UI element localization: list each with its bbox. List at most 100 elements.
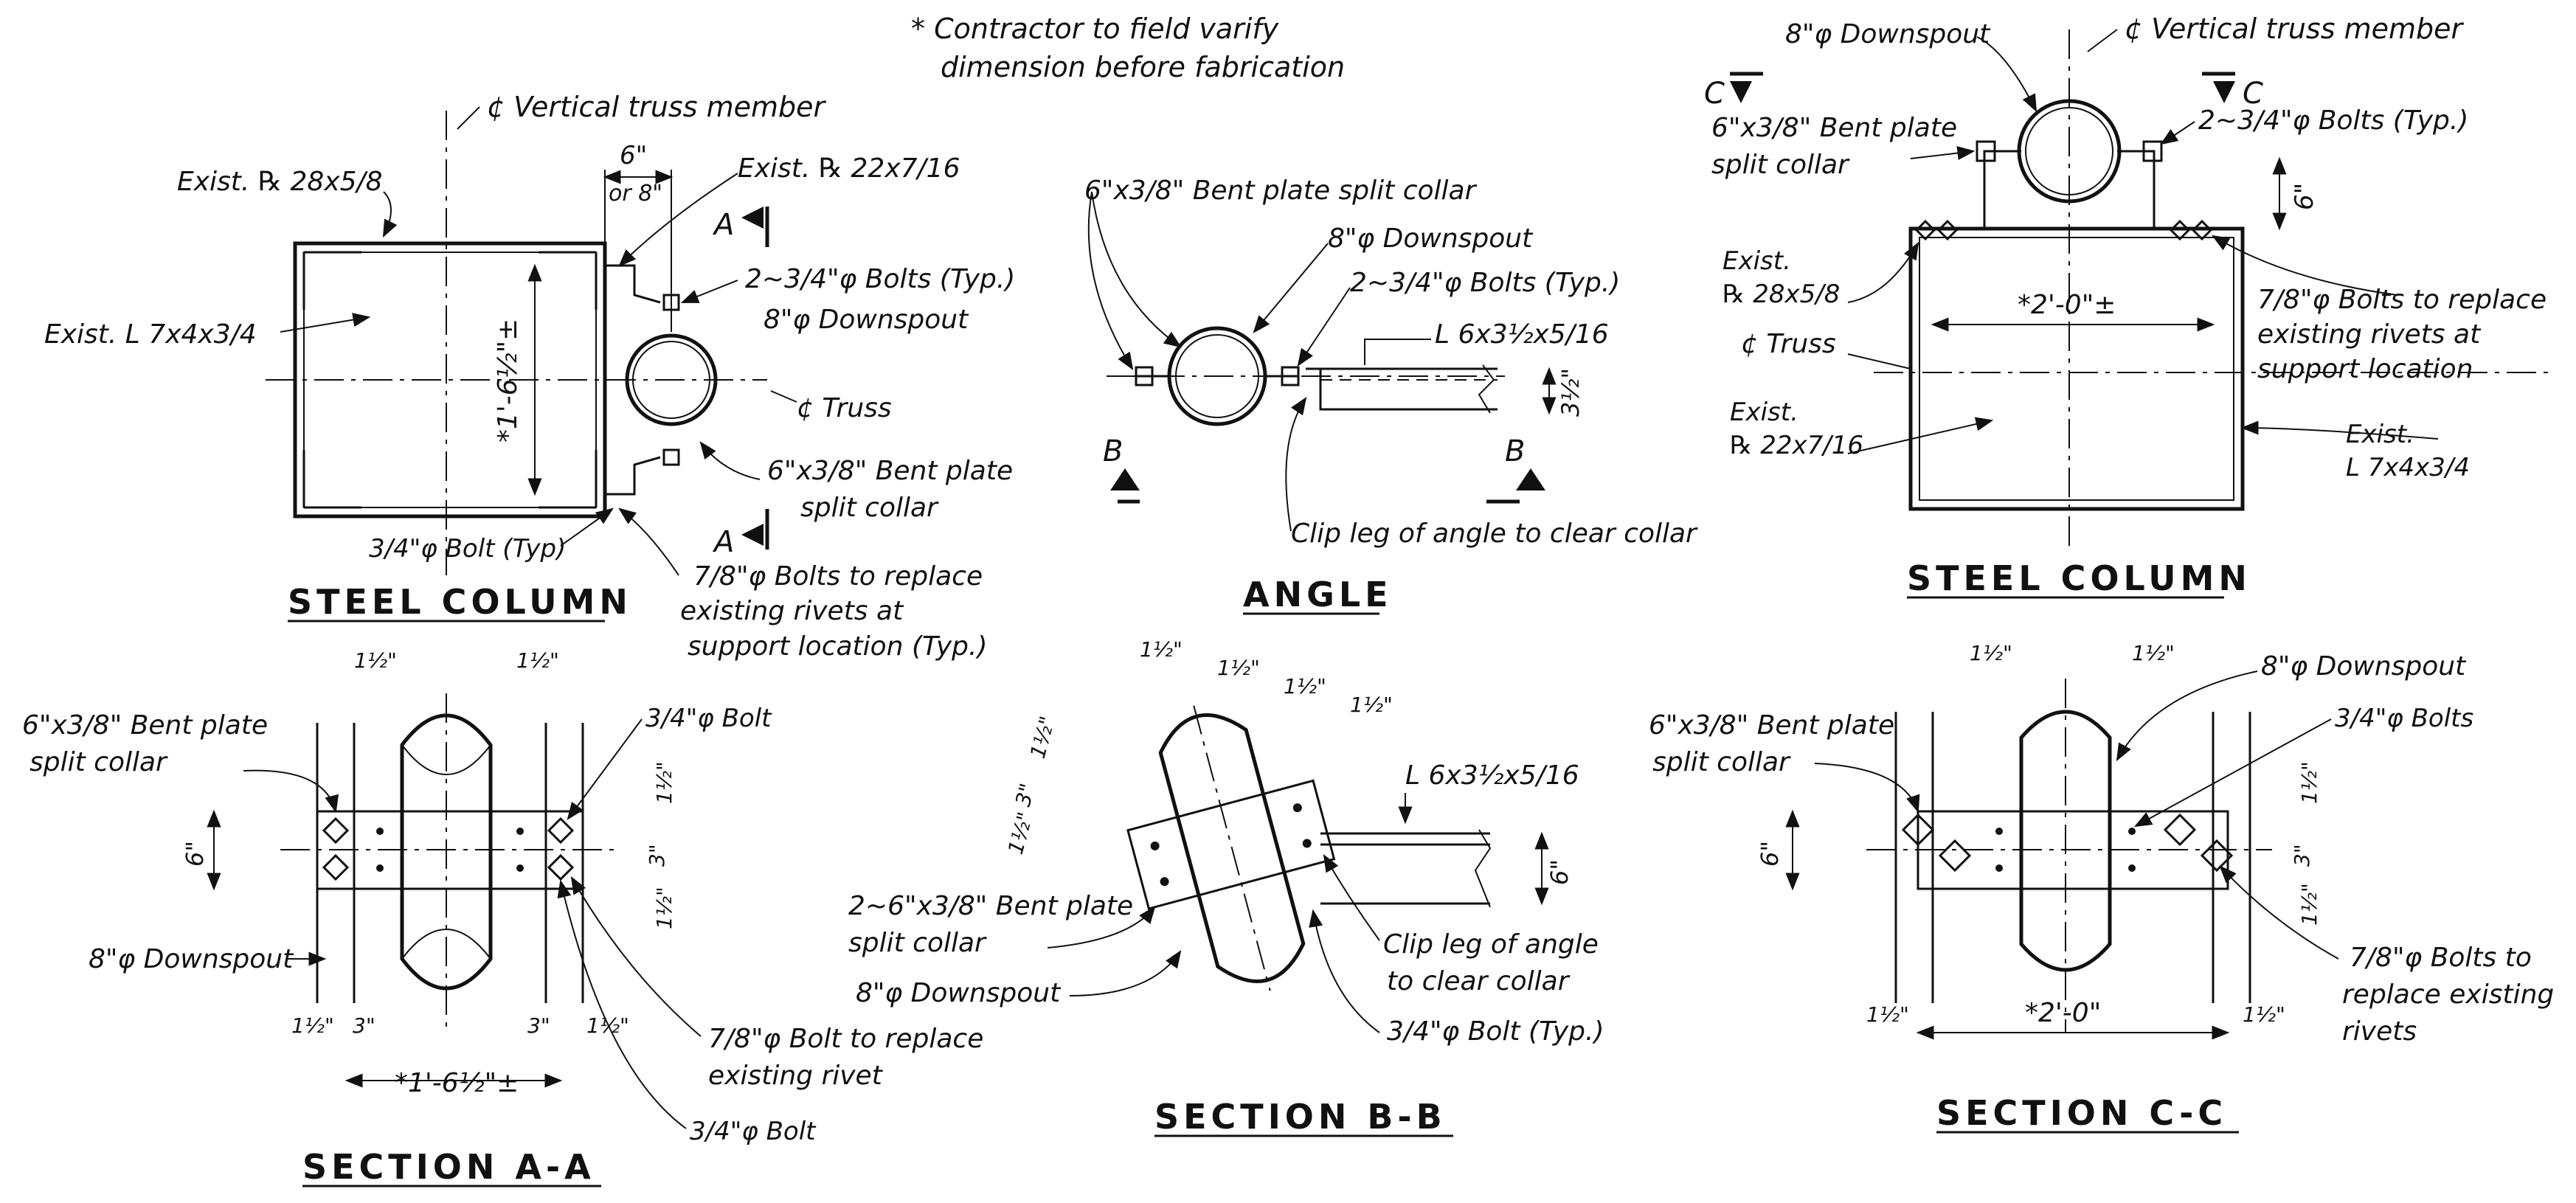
downspout-inner	[632, 341, 710, 419]
steel-column-left-view: 6" or 8" *1'-6½"± A A ¢ Vertical truss m…	[44, 91, 1015, 662]
corner-angle-tl	[302, 251, 361, 310]
angle-downspout: 8"φ Downspout	[1328, 223, 1534, 254]
right-col-bent-plate-1: 6"x3/8" Bent plate	[1711, 113, 1957, 143]
aa-rivets	[322, 817, 575, 881]
leader-bent-plate	[699, 441, 761, 480]
angle-clip: Clip leg of angle to clear collar	[1291, 519, 1698, 549]
aa-dim-3-side: 3"	[645, 844, 669, 867]
aa-bent-plate-1: 6"x3/8" Bent plate	[22, 710, 268, 741]
bb-bent-plate-1: 2~6"x3/8" Bent plate	[848, 891, 1133, 921]
cc-bent-plate-2: split collar	[1652, 747, 1791, 777]
cc-downspout: 8"φ Downspout	[2261, 651, 2467, 682]
right-rivet-group	[1914, 219, 2213, 241]
bb-angle	[1320, 832, 1490, 905]
left-col-vertical-truss: ¢ Vertical truss member	[487, 91, 826, 123]
cc-dim-1-5-top-right: 1½"	[2132, 641, 2175, 665]
bb-leader-bent-plate	[1047, 906, 1156, 949]
aa-bolt-2	[376, 864, 384, 872]
left-col-exist-plate-side: Exist. ℞ 22x7/16	[738, 153, 960, 184]
right-downspout-inner	[2025, 107, 2113, 195]
angle-bent-plate: 6"x3/8" Bent plate split collar	[1084, 176, 1478, 206]
aa-bolt-1	[376, 828, 384, 835]
section-mark-c-left: C	[1704, 77, 1725, 111]
section-arrow-c-left	[1730, 81, 1752, 103]
left-col-exist-plate-top: Exist. ℞ 28x5/8	[177, 167, 383, 197]
section-mark-a-top: A	[712, 208, 734, 242]
aa-leader-bent-plate	[243, 769, 339, 814]
right-col-exist-plate-side-1: Exist.	[1730, 398, 1798, 427]
cc-rivets-1: 7/8"φ Bolts to	[2350, 943, 2532, 973]
right-col-vertical-truss: ¢ Vertical truss member	[2125, 13, 2464, 45]
right-bent-plate	[1925, 150, 2206, 230]
aa-dim-width: *1'-6½"±	[395, 1068, 519, 1098]
leader-vertical-truss	[457, 106, 480, 130]
right-leader-rivets	[2211, 235, 2398, 296]
general-note-line-2: dimension before fabrication	[941, 51, 1345, 83]
aa-bolt: 3/4"φ Bolt	[645, 704, 772, 733]
aa-leader-rivet	[570, 876, 702, 1037]
angle-view: 3½" B B 6"x3/8" Bent plate split collar …	[1084, 176, 1698, 615]
leader-exist-angle	[280, 313, 371, 333]
angle-leader-bolts	[1297, 287, 1351, 367]
angle-shape	[1306, 367, 1498, 411]
right-col-truss: ¢ Truss	[1741, 329, 1836, 359]
aa-dim-3-left: 3"	[353, 1013, 375, 1038]
aa-title: SECTION A-A	[302, 1147, 595, 1187]
bb-dim-1-5-side-bottom: 1½"	[1003, 809, 1038, 856]
bb-downspout	[1158, 713, 1306, 983]
bb-clip-2: to clear collar	[1387, 966, 1571, 996]
left-col-rivets-1: 7/8"φ Bolts to replace	[693, 561, 983, 592]
right-leader-exist-angle	[2240, 420, 2439, 440]
section-arrow-a-top	[741, 207, 764, 229]
right-col-rivets-3: support location	[2257, 354, 2473, 384]
aa-dim-1-5-top-left: 1½"	[354, 648, 397, 673]
corner-angle-bl	[302, 450, 361, 509]
aa-rivet-2: existing rivet	[708, 1061, 884, 1091]
section-aa-view: 6" 1½" 1½" 1½" 3" 3" 1½" 3" 1½" 1½" *1'-…	[22, 648, 983, 1188]
section-arrow-a-bottom	[741, 524, 764, 546]
right-column-inner	[1919, 237, 2234, 501]
left-col-title: STEEL COLUMN	[288, 582, 632, 622]
right-leader-vertical-truss	[2087, 29, 2118, 52]
cc-bolt-2	[1995, 864, 2003, 872]
downspout-circle	[625, 333, 718, 426]
right-column-outline	[1908, 226, 2245, 511]
bb-dim-1-5-d: 1½"	[1350, 693, 1393, 717]
left-col-truss: ¢ Truss	[797, 393, 892, 423]
corner-angle-br	[539, 450, 598, 509]
bb-angle-break	[1474, 829, 1492, 908]
leader-rivets	[618, 507, 679, 576]
bb-bolt-typ: 3/4"φ Bolt (Typ.)	[1387, 1016, 1604, 1047]
left-col-exist-angle: Exist. L 7x4x3/4	[44, 319, 257, 350]
aa-dim-1-5-side-top: 1½"	[652, 761, 676, 804]
angle-leader-bent-plate	[1087, 191, 1134, 371]
left-col-bent-plate-2: split collar	[800, 493, 939, 523]
angle-leader-angle	[1364, 339, 1431, 365]
right-col-rivets-2: existing rivets at	[2257, 319, 2482, 350]
cc-dim-1-5-bottom-left: 1½"	[1866, 1002, 1909, 1027]
cc-rivets	[1901, 813, 2234, 873]
left-col-rivets-3: support location (Typ.)	[688, 631, 988, 662]
aa-dim-1-5-top-right: 1½"	[516, 648, 559, 673]
section-mark-c-right: C	[2243, 77, 2263, 111]
section-bb-view: 6" 1½" 1½" 1½" 1½" 1½" 3" 1½" L 6x3½x5/1…	[848, 637, 1604, 1137]
leader-bolts-typ	[680, 280, 738, 303]
section-cc-view: 6" 1½" 1½" 1½" 1½" 3" 1½" 1½" *2'-0" 8"φ…	[1649, 641, 2554, 1134]
general-note-line-1: * Contractor to field varify	[911, 13, 1279, 45]
left-col-bolts-typ: 2~3/4"φ Bolts (Typ.)	[745, 264, 1015, 294]
leader-bolt-typ	[560, 507, 614, 547]
angle-title: ANGLE	[1243, 575, 1393, 614]
angle-leader-downspout	[1253, 243, 1329, 333]
bb-clip-1: Clip leg of angle	[1383, 929, 1599, 960]
bb-bolt-1	[1150, 841, 1160, 850]
angle-leader-bent-plate-2	[1091, 191, 1182, 348]
right-col-title: STEEL COLUMN	[1907, 558, 2251, 598]
leader-truss	[770, 390, 797, 403]
left-col-downspout: 8"φ Downspout	[764, 305, 969, 335]
right-collar-bolt-left	[1976, 140, 1996, 162]
aa-dim-6: 6"	[181, 841, 209, 867]
angle-break	[1478, 364, 1495, 414]
section-arrow-b-left	[1110, 468, 1140, 490]
right-leader-downspout	[1976, 36, 2037, 113]
aa-dim-1-5-side-bottom: 1½"	[652, 887, 676, 929]
